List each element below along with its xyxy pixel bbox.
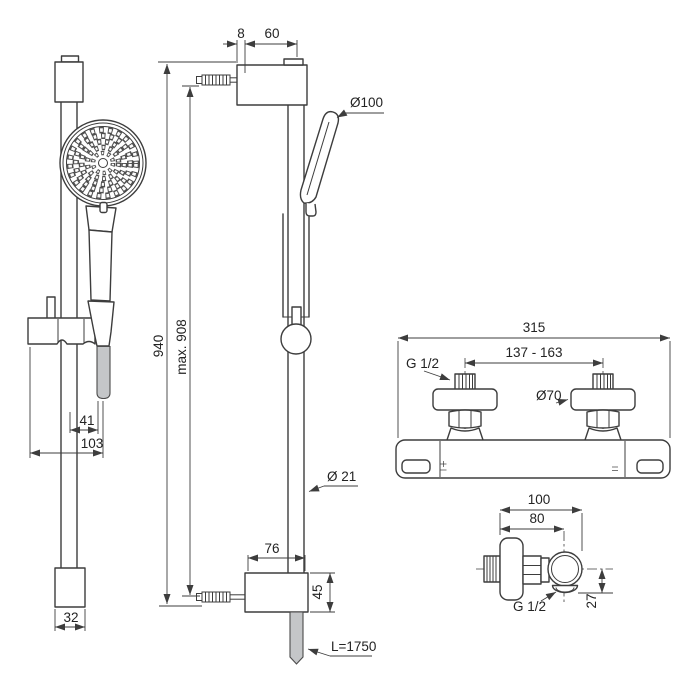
top-bracket-cap-front xyxy=(60,55,80,63)
flow-handle-grip xyxy=(636,459,664,474)
dim-label-315: 315 xyxy=(523,320,546,335)
mixer-body-side-inner xyxy=(551,555,579,583)
body-markings xyxy=(440,461,618,471)
mixer-side-view: 100 80 27 G 1/2 xyxy=(476,492,613,614)
mixer-inlet-left xyxy=(432,373,498,445)
leader-inlet-thread: G 1/2 xyxy=(406,356,451,381)
dimension-rail-length: 940 xyxy=(151,61,236,607)
dim-label-940: 940 xyxy=(151,335,166,358)
shower-rail-front-view: 41 103 32 xyxy=(27,55,147,631)
dimension-bracket-depth: 8 60 xyxy=(223,26,298,73)
handspray-face-line-side xyxy=(306,121,330,196)
wall-anchor-top xyxy=(196,74,237,86)
leader-rail-diameter: Ø 21 xyxy=(308,469,358,492)
wall-anchor-bottom xyxy=(196,591,245,603)
slider-lever-front xyxy=(46,296,56,320)
mixer-front-view: 315 137 - 163 G 1/2 Ø70 xyxy=(395,320,671,479)
bottom-bracket-side xyxy=(244,572,309,613)
dimension-outlet-offset: 27 xyxy=(578,569,613,609)
slider-ball-side xyxy=(280,323,312,355)
dimension-bottom-bracket-width: 32 xyxy=(54,609,86,631)
dim-label-8: 8 xyxy=(237,26,245,41)
dim-label-60: 60 xyxy=(264,26,279,41)
thread-label-inlet: G 1/2 xyxy=(406,356,439,371)
shower-outlet-inner xyxy=(555,587,575,593)
mixer-body-front xyxy=(395,439,671,479)
inlet-escutcheon xyxy=(432,388,498,411)
slider-bracket-front xyxy=(27,317,96,345)
mixer-inlet-right xyxy=(570,373,636,445)
dia-label-21: Ø 21 xyxy=(327,469,356,484)
dim-label-45: 45 xyxy=(310,584,325,599)
handspray-head-front xyxy=(59,119,147,214)
wall-escutcheon-side xyxy=(499,537,524,601)
top-bracket-front xyxy=(54,61,84,103)
handspray-handle-front xyxy=(88,229,113,302)
thread-label-outlet: G 1/2 xyxy=(513,599,546,614)
handspray-head-side xyxy=(299,110,340,204)
dim-label-100: 100 xyxy=(528,492,551,507)
dimension-bottom-bracket-depth: 76 xyxy=(247,541,306,571)
dimension-mixer-depth: 100 xyxy=(499,492,583,551)
dim-label-137-163: 137 - 163 xyxy=(505,345,562,360)
dimension-mixer-width: 315 xyxy=(397,320,671,438)
dim-label-max-908: max. 908 xyxy=(174,319,189,375)
dim-label-103: 103 xyxy=(81,436,104,451)
leader-outlet-thread: G 1/2 xyxy=(513,591,557,614)
top-bracket-cap-side xyxy=(283,58,304,66)
leader-hose-length: L=1750 xyxy=(307,639,376,657)
inlet-hex-nut xyxy=(448,409,482,429)
dimension-max-fixing-length: max. 908 xyxy=(174,85,200,597)
dimension-body-depth: 80 xyxy=(500,511,564,533)
temperature-handle-grip xyxy=(401,459,431,474)
shower-hose-front xyxy=(96,345,111,400)
handspray-pivot-tab xyxy=(99,201,108,214)
slider-hook-side xyxy=(305,203,317,217)
dim-label-76: 76 xyxy=(264,541,279,556)
dim-label-80: 80 xyxy=(529,511,544,526)
hex-nut-side xyxy=(522,555,542,585)
dia-label-100: Ø100 xyxy=(350,95,383,110)
top-bracket-side xyxy=(236,64,308,106)
leader-handspray-diameter: Ø100 xyxy=(336,95,384,118)
dim-label-32: 32 xyxy=(63,610,78,625)
dim-label-27: 27 xyxy=(584,593,599,608)
dimension-connection-distance: 137 - 163 xyxy=(465,345,603,367)
inlet-escutcheon xyxy=(570,388,636,411)
leader-escutcheon-diameter: Ø70 xyxy=(536,388,569,406)
dimension-bottom-bracket-height: 45 xyxy=(310,572,335,613)
inlet-hex-nut xyxy=(586,409,620,429)
dimension-slider-offset: 41 xyxy=(69,401,99,434)
hose-length-label: L=1750 xyxy=(331,639,376,654)
bottom-bracket-front xyxy=(54,567,86,608)
shower-hose-side xyxy=(289,611,304,665)
dim-label-41: 41 xyxy=(79,413,94,428)
shower-rail-side-view: 8 60 940 max. 908 Ø100 Ø 21 xyxy=(151,26,384,665)
dimension-slider-width: 103 xyxy=(29,347,104,458)
wall-connection-thread xyxy=(483,555,501,583)
mixer-body-side xyxy=(547,551,583,587)
dia-label-70: Ø70 xyxy=(536,388,562,403)
